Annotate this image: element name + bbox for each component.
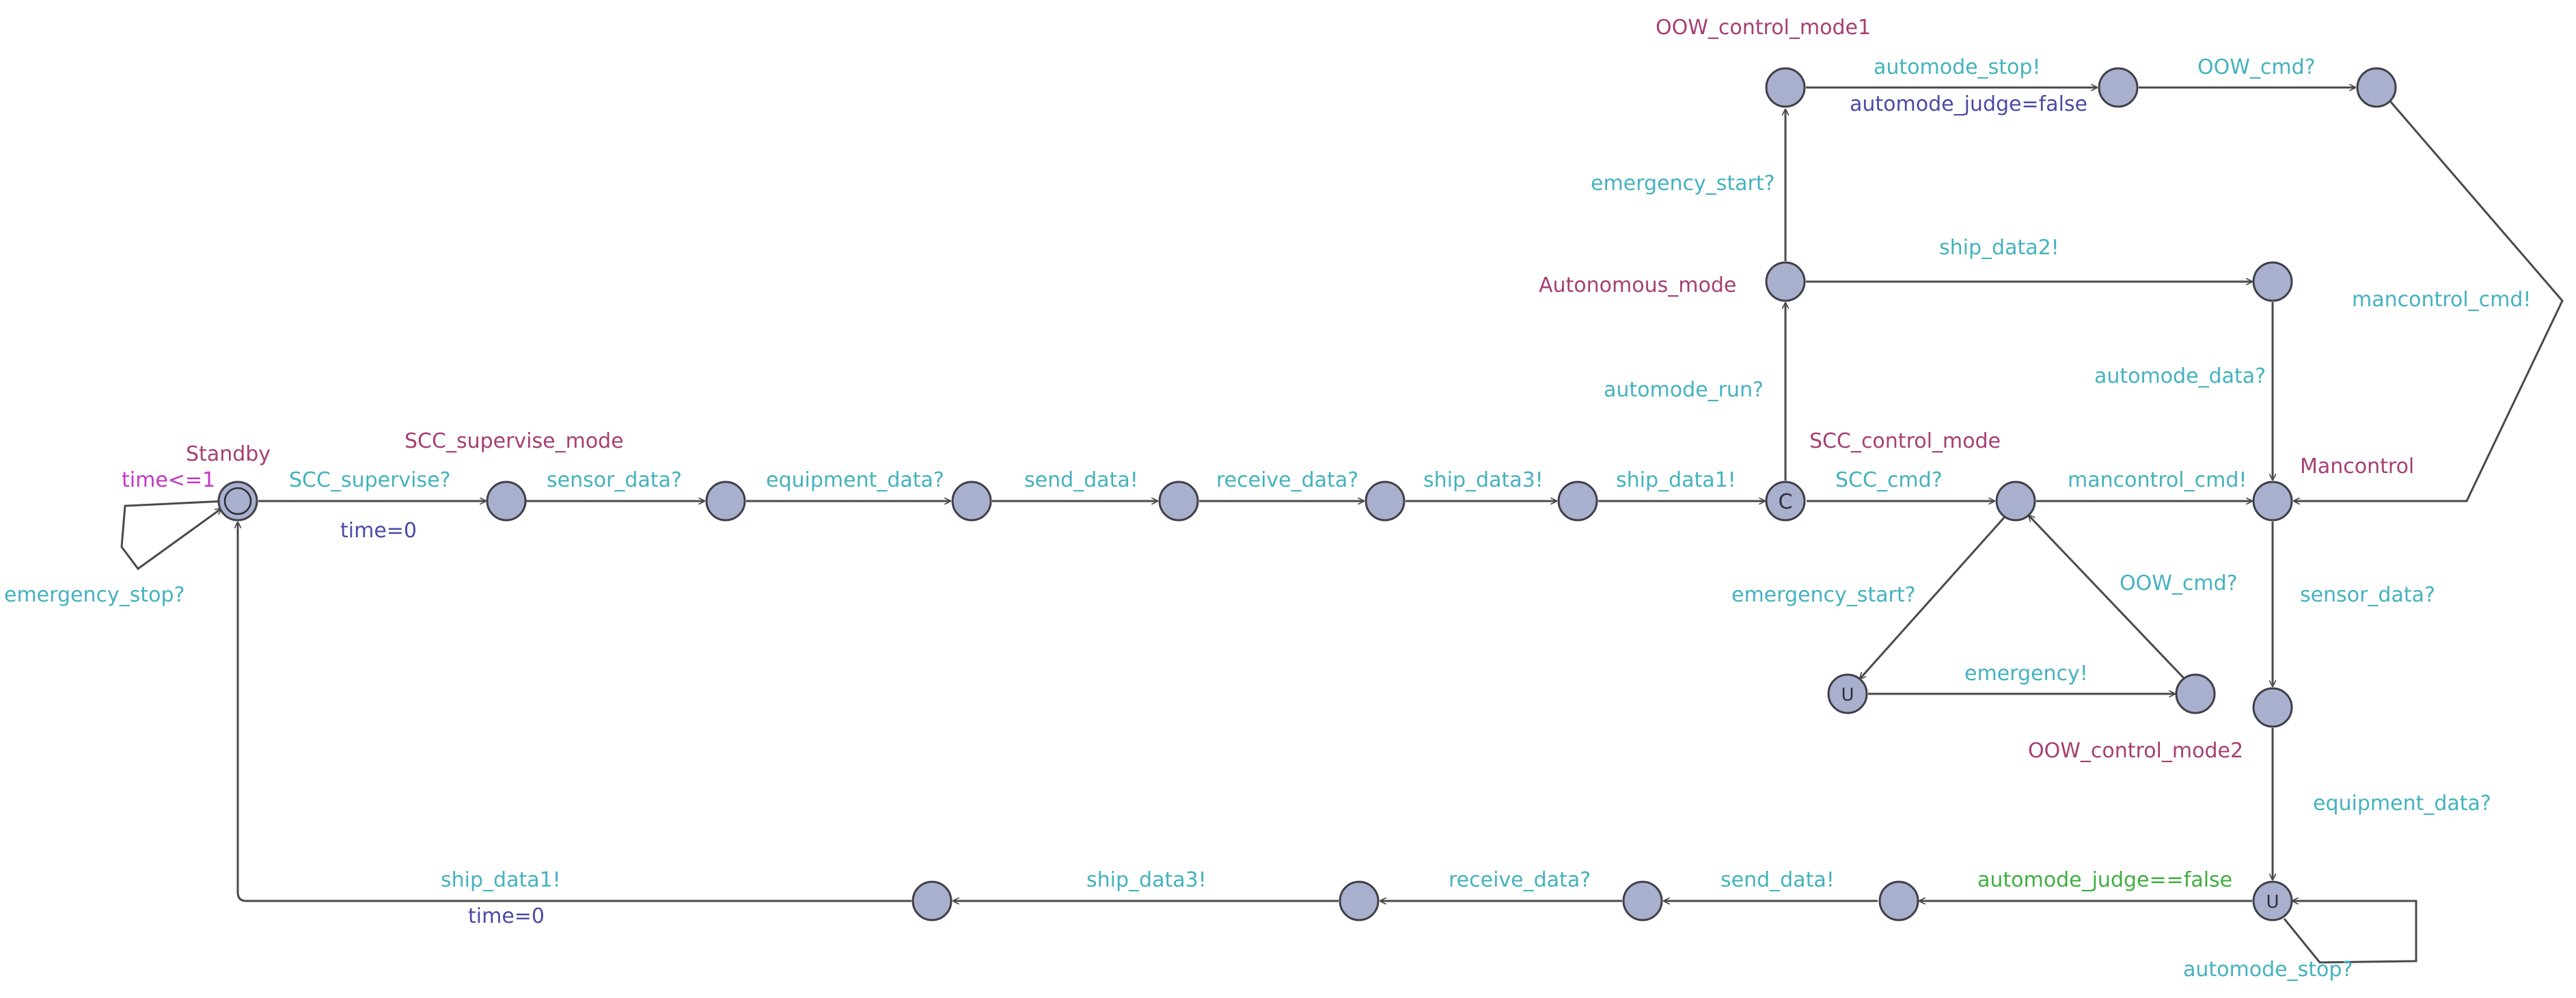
location-name-standby: Standby [186,442,271,466]
location-name-oow-control-mode1: OOW_control_mode1 [1656,16,1871,40]
label-ship-data1-bottom: ship_data1! [441,868,561,892]
location-oow-control-mode1[interactable] [1765,67,1806,108]
location-mancontrol[interactable] [2252,481,2293,522]
edge-oow-cmd-right[interactable] [2029,515,2185,679]
committed-marker-icon: C [1779,490,1793,514]
location-names: Standby time<=1 SCC_supervise_mode SCC_c… [122,16,2414,763]
urgent-marker-icon: U [1841,685,1854,705]
location-after-ship-data3[interactable] [1557,481,1598,522]
location-oow-control-mode2[interactable] [2175,673,2216,714]
label-scc-supervise: SCC_supervise? [289,468,451,492]
location-after-receive-bottom[interactable] [1339,880,1380,921]
location-standby[interactable] [217,481,258,522]
label-ship-data1: ship_data1! [1616,468,1736,492]
label-oow-cmd-right: OOW_cmd? [2120,571,2238,595]
edge-standby-self-loop[interactable] [120,500,226,571]
label-sensor-data: sensor_data? [547,468,682,492]
label-sensor-data-right: sensor_data? [2300,583,2435,607]
label-guard-automode-judge: automode_judge==false [1977,868,2232,892]
label-mancontrol-cmd-top: mancontrol_cmd! [2068,468,2247,492]
location-after-scc-cmd[interactable] [1995,481,2036,522]
label-send-data-bottom: send_data! [1721,868,1835,892]
label-automode-stop-self: automode_stop? [2183,958,2353,982]
initial-marker-icon [223,487,252,515]
label-ship-data3-bottom: ship_data3! [1086,868,1207,892]
label-receive-data-bottom: receive_data? [1449,868,1591,892]
label-automode-run: automode_run? [1604,378,1764,402]
location-after-oow-cmd[interactable] [2356,67,2397,108]
label-automode-data: automode_data? [2094,364,2266,388]
location-autonomous-mode[interactable] [1765,261,1806,302]
location-scc-control-mode[interactable]: C [1765,481,1806,522]
label-ship-data2: ship_data2! [1939,236,2059,260]
edge-labels: emergency_stop? SCC_supervise? time=0 se… [4,55,2531,982]
label-time-reset-bottom: time=0 [468,904,545,928]
label-oow-cmd-top: OOW_cmd? [2197,55,2316,79]
location-after-send[interactable] [1158,481,1199,522]
edges [120,87,2564,964]
urgent-marker-icon: U [2266,892,2279,913]
label-ship-data3: ship_data3! [1423,468,1544,492]
edge-emergency-start-left[interactable] [1860,515,2007,679]
location-after-receive[interactable] [1365,481,1406,522]
location-name-autonomous-mode: Autonomous_mode [1539,273,1736,297]
location-name-scc-control-mode: SCC_control_mode [1809,429,2001,453]
label-scc-cmd: SCC_cmd? [1835,468,1943,492]
location-after-automode-stop[interactable] [2098,67,2139,108]
location-after-sensor[interactable] [705,481,746,522]
label-standby-self: emergency_stop? [4,583,184,607]
label-send-data: send_data! [1024,468,1138,492]
location-name-scc-supervise-mode: SCC_supervise_mode [405,429,624,453]
label-emergency: emergency! [1964,662,2088,686]
label-automode-judge-false: automode_judge=false [1850,92,2087,116]
edge-automode-stop-self[interactable] [2283,901,2417,964]
location-name-oow-control-mode2: OOW_control_mode2 [2028,739,2243,763]
location-after-equipment[interactable] [951,481,992,522]
invariant-standby: time<=1 [122,468,215,492]
location-after-sensor-right[interactable] [2252,687,2293,728]
location-after-send-bottom[interactable] [1622,880,1663,921]
label-equipment-data: equipment_data? [766,468,944,492]
label-automode-stop: automode_stop! [1874,55,2040,79]
label-emergency-start-top: emergency_start? [1591,172,1775,195]
label-emergency-start-left: emergency_start? [1731,583,1916,607]
locations: C U U [217,67,2397,921]
edge-mancontrol-cmd-right[interactable] [2294,100,2564,501]
location-after-judge[interactable] [1878,880,1919,921]
location-after-ship-data2[interactable] [2252,261,2293,302]
location-urgent-triangle[interactable]: U [1827,673,1868,714]
location-urgent-bottom-right[interactable]: U [2252,880,2293,921]
edge-ship-data1-bottom[interactable] [238,522,912,902]
location-scc-supervise-mode[interactable] [486,481,527,522]
label-receive-data: receive_data? [1216,468,1358,492]
location-name-mancontrol: Mancontrol [2300,455,2414,478]
label-time-reset-top: time=0 [340,519,417,543]
label-equipment-data-right: equipment_data? [2313,792,2491,815]
label-mancontrol-cmd-right: mancontrol_cmd! [2352,288,2531,312]
location-after-ship-data3-bottom[interactable] [912,880,953,921]
